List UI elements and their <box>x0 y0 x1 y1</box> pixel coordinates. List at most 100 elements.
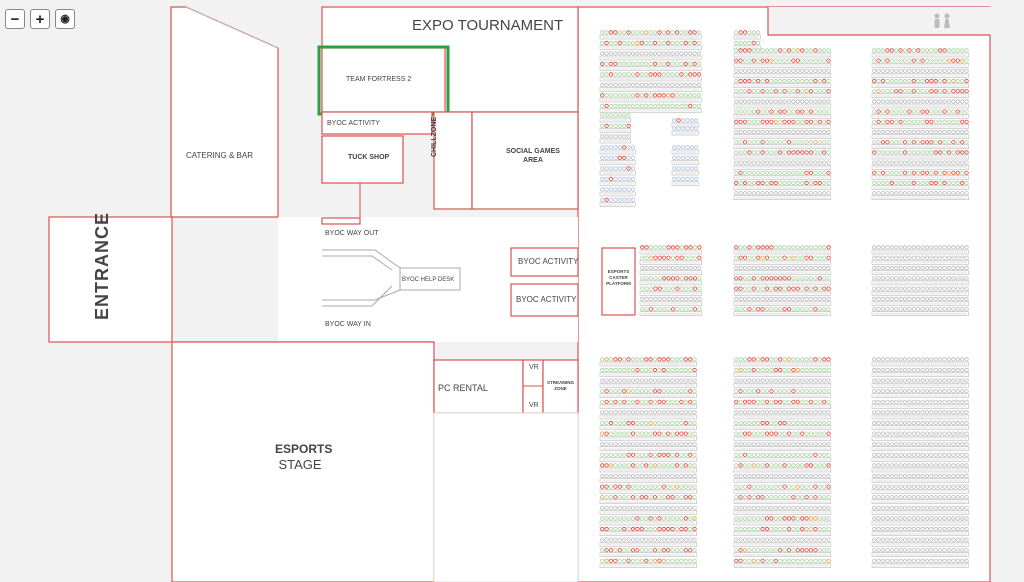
seat <box>742 150 748 155</box>
seat <box>955 78 960 84</box>
seat <box>760 357 765 362</box>
seat <box>604 187 609 192</box>
seat <box>653 286 658 291</box>
seat <box>764 296 770 301</box>
seat <box>608 145 614 150</box>
seat <box>672 176 677 181</box>
seat <box>889 431 894 436</box>
seat <box>613 399 618 404</box>
seat <box>692 51 697 56</box>
seat <box>889 495 894 500</box>
seat <box>613 410 618 415</box>
seat <box>938 495 943 500</box>
seat <box>938 245 943 250</box>
zoom-in-button[interactable]: + <box>30 9 50 29</box>
seat <box>666 399 671 404</box>
seat <box>938 548 943 553</box>
seat <box>626 420 631 426</box>
seat <box>924 160 930 165</box>
seat <box>662 286 667 291</box>
seat <box>644 296 649 301</box>
seat <box>907 399 912 404</box>
seat <box>692 245 698 250</box>
seat <box>955 431 960 436</box>
seat <box>769 505 774 510</box>
seat <box>679 378 684 383</box>
seat <box>760 537 765 542</box>
seat <box>902 180 908 186</box>
seat <box>639 30 644 35</box>
seat <box>734 129 739 135</box>
seat <box>608 516 614 521</box>
seat <box>635 82 640 88</box>
seat <box>942 68 947 73</box>
seat <box>657 357 662 362</box>
seat <box>791 526 796 532</box>
seat <box>898 160 903 165</box>
seat <box>916 140 921 145</box>
seat <box>670 276 676 281</box>
seat <box>795 265 800 271</box>
seat <box>756 548 761 553</box>
seat <box>608 166 614 171</box>
seat <box>622 463 627 468</box>
seat <box>951 160 956 165</box>
seat <box>692 399 697 404</box>
seat <box>734 265 739 271</box>
seat <box>902 140 908 145</box>
seat <box>675 276 680 281</box>
seat <box>911 378 916 383</box>
seat <box>630 51 636 56</box>
seat <box>622 145 627 150</box>
seat <box>786 484 792 489</box>
seat <box>920 265 925 271</box>
seat <box>880 129 886 135</box>
seat <box>613 123 618 129</box>
seat <box>630 166 636 171</box>
seat <box>635 537 640 542</box>
seat <box>933 109 938 114</box>
team-fortress-zone[interactable]: TEAM FORTRESS 2 <box>346 76 412 83</box>
seat <box>929 484 934 489</box>
seat <box>822 410 827 415</box>
seat <box>894 68 899 73</box>
seat <box>826 119 831 124</box>
seat <box>747 191 752 196</box>
zoom-out-button[interactable]: − <box>5 9 25 29</box>
seat <box>683 367 688 373</box>
seat <box>880 399 886 404</box>
seat <box>795 89 800 94</box>
seat <box>742 505 748 510</box>
seat <box>773 558 778 563</box>
seat <box>769 89 774 94</box>
seat <box>738 431 743 436</box>
seat <box>778 48 783 53</box>
seat <box>688 431 693 436</box>
seat <box>885 276 890 281</box>
seat <box>648 526 653 532</box>
locate-button[interactable]: ◉ <box>55 9 75 29</box>
seat <box>764 473 770 479</box>
seat <box>791 537 796 542</box>
seat <box>938 516 943 521</box>
seat <box>608 72 614 77</box>
seat <box>916 99 921 104</box>
seat <box>951 150 956 155</box>
seat <box>880 109 886 114</box>
seat <box>804 286 809 291</box>
seat <box>764 58 770 63</box>
seat <box>880 150 886 155</box>
seat <box>742 40 748 46</box>
seat <box>630 505 636 510</box>
seat <box>666 431 671 436</box>
seat <box>924 367 930 373</box>
seat <box>920 389 925 394</box>
seat <box>804 78 809 84</box>
seat <box>822 265 827 271</box>
seat <box>661 51 666 56</box>
seat <box>670 399 675 404</box>
byoc-way-out-label: BYOC WAY OUT <box>325 230 379 237</box>
seat <box>898 558 903 563</box>
